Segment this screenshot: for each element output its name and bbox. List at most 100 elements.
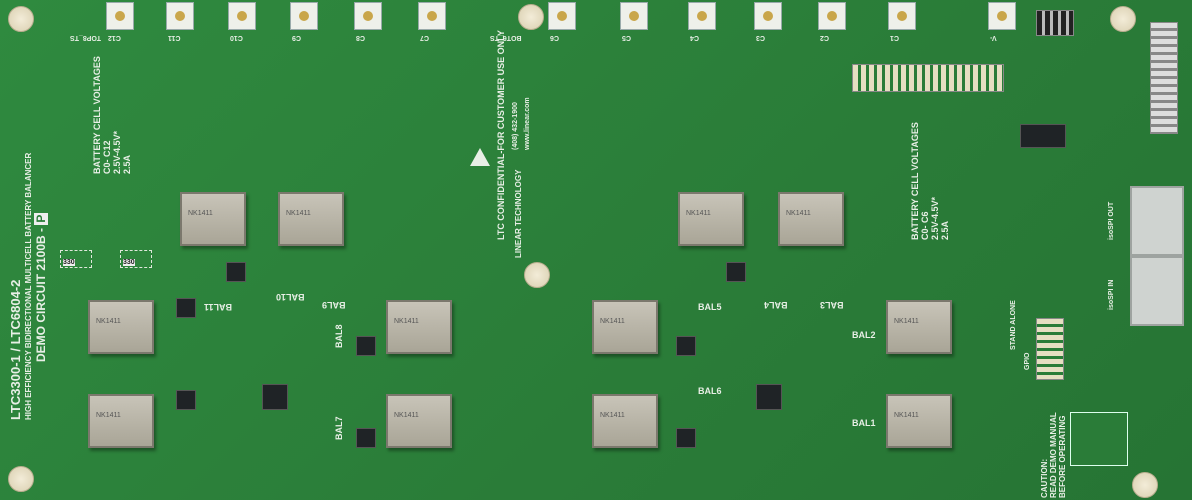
transformer: NK1411 [180,192,246,246]
sense-resistor-pad: 330 [60,250,92,268]
linear-logo: LINEAR TECHNOLOGY [514,169,523,258]
terminal-connector[interactable] [620,2,648,30]
mounting-hole [518,4,544,30]
terminal-label: C6 [550,34,559,41]
isospi-in-connector[interactable] [1130,256,1184,326]
battery-label-line: BATTERY CELL VOLTAGES [910,122,920,240]
revision-badge: P [34,212,48,225]
ic-chip [356,428,376,448]
transformer: NK1411 [886,300,952,354]
terminal-connector[interactable] [988,2,1016,30]
bal-label: BAL7 [334,416,344,440]
ic-chip [756,384,782,410]
terminal-label: C7 [420,34,429,41]
jumper-header[interactable] [1036,10,1074,36]
transformer: NK1411 [88,300,154,354]
terminal-label: C5 [622,34,631,41]
transformer: NK1411 [88,394,154,448]
gpio-label: GPIO [1024,352,1031,370]
terminal-connector[interactable] [354,2,382,30]
ic-chip [726,262,746,282]
terminal-connector[interactable] [888,2,916,30]
terminal-label: C2 [820,34,829,41]
demo-circuit-label: DEMO CIRCUIT 2100B - [34,227,48,362]
terminal-connector[interactable] [290,2,318,30]
ic-chip [226,262,246,282]
terminal-label: C9 [292,34,301,41]
transformer: NK1411 [678,192,744,246]
bal-label: BAL6 [698,386,722,396]
bal-label: BAL10 [276,292,305,302]
transformer: NK1411 [778,192,844,246]
battery-label-line: 2.5A [122,154,132,174]
resistor-value: 330 [63,259,75,266]
terminal-connector[interactable] [818,2,846,30]
transformer: NK1411 [592,394,658,448]
caution-line: READ DEMO MANUAL [1049,412,1058,498]
terminal-connector[interactable] [166,2,194,30]
ribbon-connector[interactable] [1150,22,1178,134]
terminal-label: C12 [108,34,121,41]
terminal-connector[interactable] [548,2,576,30]
transformer: NK1411 [386,300,452,354]
bal-label: BAL4 [764,300,788,310]
battery-label-line: C0- C12 [102,140,112,174]
bal-label: BAL2 [852,330,876,340]
ic-footprint [1070,412,1128,466]
bal-label: BAL3 [820,300,844,310]
website: www.linear.com [524,97,531,150]
caution-line: BEFORE OPERATING [1058,415,1067,498]
battery-label-line: BATTERY CELL VOLTAGES [92,56,102,174]
terminal-label: C4 [690,34,699,41]
terminal-connector[interactable] [688,2,716,30]
terminal-connector[interactable] [228,2,256,30]
mounting-hole [1132,472,1158,498]
mounting-hole [8,466,34,492]
battery-voltage-label-right: BATTERY CELL VOLTAGES C0- C6 2.5V-4.5V* … [910,122,950,240]
battery-label-line: 2.5V-4.5V* [112,130,122,174]
transformer: NK1411 [886,394,952,448]
bal-label: BAL11 [204,302,233,312]
sense-resistor-pad: 330 [120,250,152,268]
stand-alone-label: STAND ALONE [1010,300,1017,350]
terminal-label: C3 [756,34,765,41]
warning-triangle-icon [470,148,490,166]
transformer: NK1411 [278,192,344,246]
ic-chip [356,336,376,356]
confidential-notice: LTC CONFIDENTIAL-FOR CUSTOMER USE ONLY [496,30,506,240]
terminal-connector[interactable] [418,2,446,30]
ic-chip [176,390,196,410]
bal-label: BAL8 [334,324,344,348]
terminal-label: C10 [230,34,243,41]
bal-label: BAL5 [698,302,722,312]
terminal-label: C11 [168,34,181,41]
isospi-in-label: isoSPI IN [1108,279,1115,310]
battery-label-line: C0- C6 [920,211,930,240]
ic-chip [676,428,696,448]
caution-notice: CAUTION: READ DEMO MANUAL BEFORE OPERATI… [1040,412,1067,498]
mounting-hole [8,6,34,32]
board-demo-circuit: DEMO CIRCUIT 2100B - P [34,212,48,362]
phone-number: (408) 432-1900 [512,102,519,150]
pin-header [852,64,1004,92]
board-title: LTC3300-1 / LTC6804-2 [8,279,23,420]
ic-chip [676,336,696,356]
terminal-connector[interactable] [754,2,782,30]
gpio-header [1036,318,1064,380]
terminal-label: TOP8_TS [70,34,101,41]
resistor-value: 330 [123,259,135,266]
battery-voltage-label-left: BATTERY CELL VOLTAGES C0- C12 2.5V-4.5V*… [92,56,132,174]
ic-chip [176,298,196,318]
transformer: NK1411 [592,300,658,354]
terminal-label: V- [990,34,997,41]
terminal-connector[interactable] [106,2,134,30]
mounting-hole [1110,6,1136,32]
battery-label-line: 2.5V-4.5V* [930,196,940,240]
bal-label: BAL9 [322,300,346,310]
bal-label: BAL1 [852,418,876,428]
transformer: NK1411 [386,394,452,448]
isospi-out-connector[interactable] [1130,186,1184,256]
mounting-hole [524,262,550,288]
isospi-out-label: isoSPI OUT [1108,201,1115,240]
